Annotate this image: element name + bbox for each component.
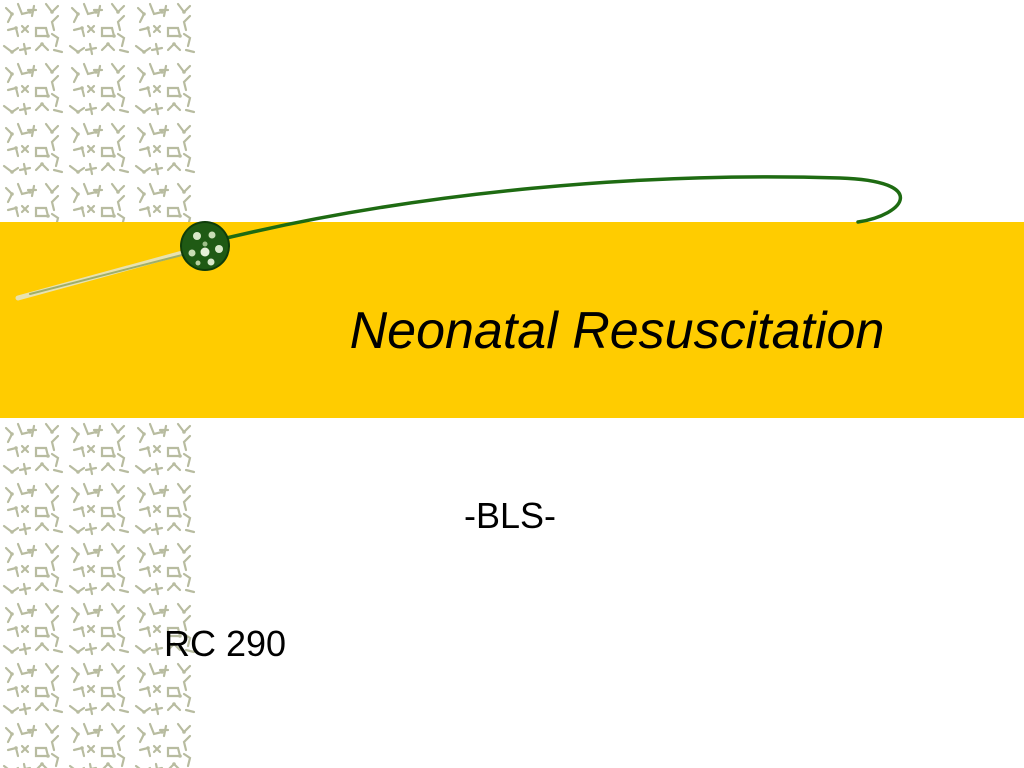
slide-title: Neonatal Resuscitation [349, 302, 885, 360]
course-code: RC 290 [164, 623, 287, 664]
slide-subtitle: -BLS- [463, 495, 557, 536]
green-cell-orb-icon [180, 221, 230, 271]
